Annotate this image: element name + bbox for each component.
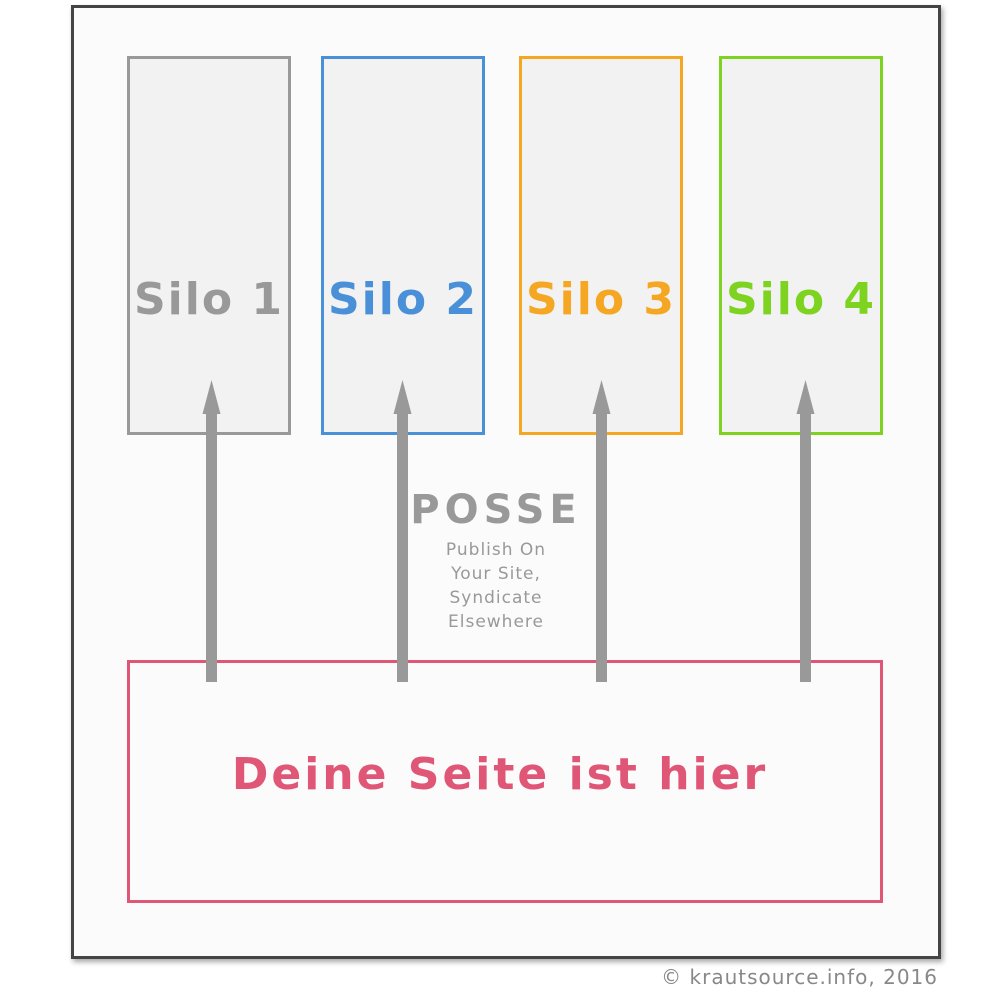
arrow-to-silo-2 xyxy=(393,380,412,682)
posse-line-4: Elsewhere xyxy=(448,612,544,632)
silo-label-1: Silo 1 xyxy=(133,274,284,325)
arrow-head-1 xyxy=(202,380,221,414)
posse-line-1: Publish On xyxy=(445,540,547,560)
posse-title: POSSE xyxy=(410,487,582,533)
silo-label-4: Silo 4 xyxy=(725,274,876,325)
arrow-shaft-4 xyxy=(800,412,811,682)
copyright-notice: © krautsource.info, 2016 xyxy=(661,965,938,989)
own-site-box xyxy=(127,660,883,903)
arrow-to-silo-4 xyxy=(796,380,815,682)
silo-box-1: Silo 1 xyxy=(127,56,291,435)
silo-box-4: Silo 4 xyxy=(719,56,883,435)
silo-label-2: Silo 2 xyxy=(327,274,478,325)
arrow-to-silo-3 xyxy=(592,380,611,682)
arrow-shaft-3 xyxy=(596,412,607,682)
own-site-label: Deine Seite ist hier xyxy=(231,749,769,800)
posse-line-2: Your Site, xyxy=(451,564,541,584)
silo-label-3: Silo 3 xyxy=(525,274,676,325)
arrow-shaft-1 xyxy=(206,412,217,682)
arrow-to-silo-1 xyxy=(202,380,221,682)
silo-box-2: Silo 2 xyxy=(321,56,485,435)
arrow-head-2 xyxy=(393,380,412,414)
arrow-shaft-2 xyxy=(397,412,408,682)
arrow-head-4 xyxy=(796,380,815,414)
arrow-head-3 xyxy=(592,380,611,414)
posse-line-3: Syndicate xyxy=(449,588,543,608)
